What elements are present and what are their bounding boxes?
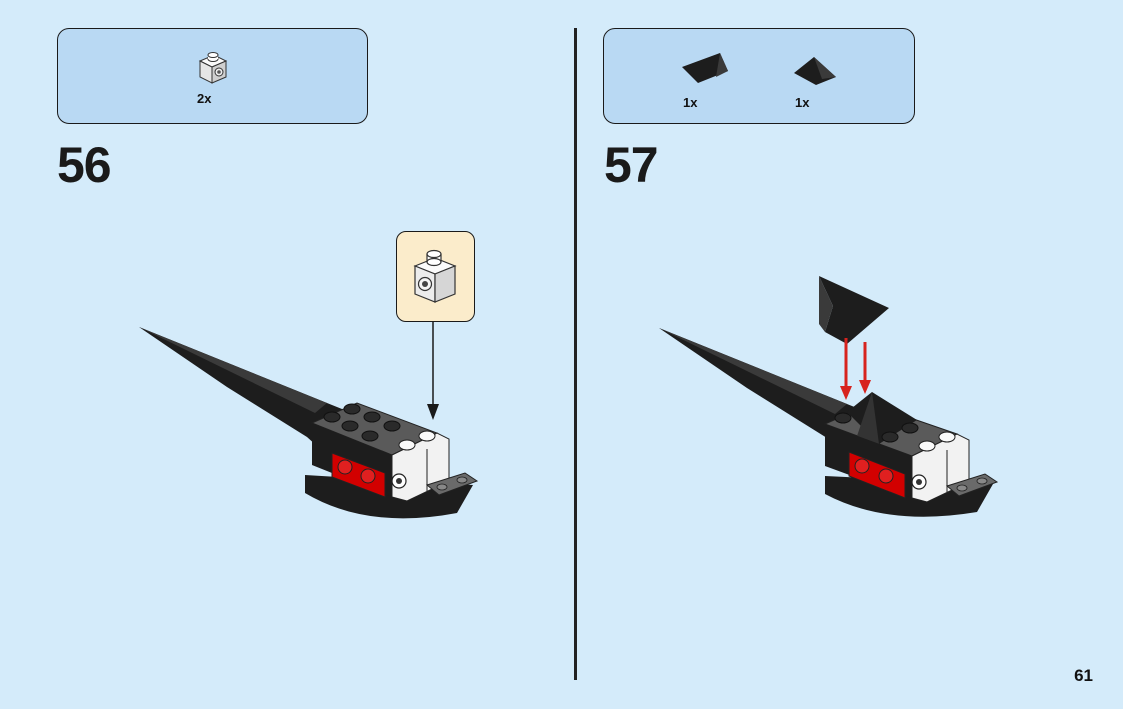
step-57-part-1-quantity: 1x <box>683 95 698 110</box>
page-number: 61 <box>1074 666 1093 685</box>
step-57-part-2-quantity: 1x <box>795 95 810 110</box>
page-divider <box>574 28 577 680</box>
black-slope-right-icon <box>794 57 836 85</box>
callout-white-brick-icon <box>413 249 457 303</box>
step-56-down-arrow <box>427 322 439 420</box>
step-56-part-quantity: 2x <box>197 91 212 106</box>
step-57-parts-box: 1x 1x <box>603 28 915 124</box>
step-57-model <box>659 276 999 517</box>
step-56-number: 56 <box>57 137 112 193</box>
step-56-model <box>139 327 479 519</box>
step-56-parts-box: 2x <box>57 28 368 124</box>
step-57-number: 57 <box>604 137 659 193</box>
black-slope-left-icon <box>682 53 728 83</box>
white-brick-side-stud-icon <box>198 52 228 84</box>
step-56-callout <box>396 231 475 322</box>
